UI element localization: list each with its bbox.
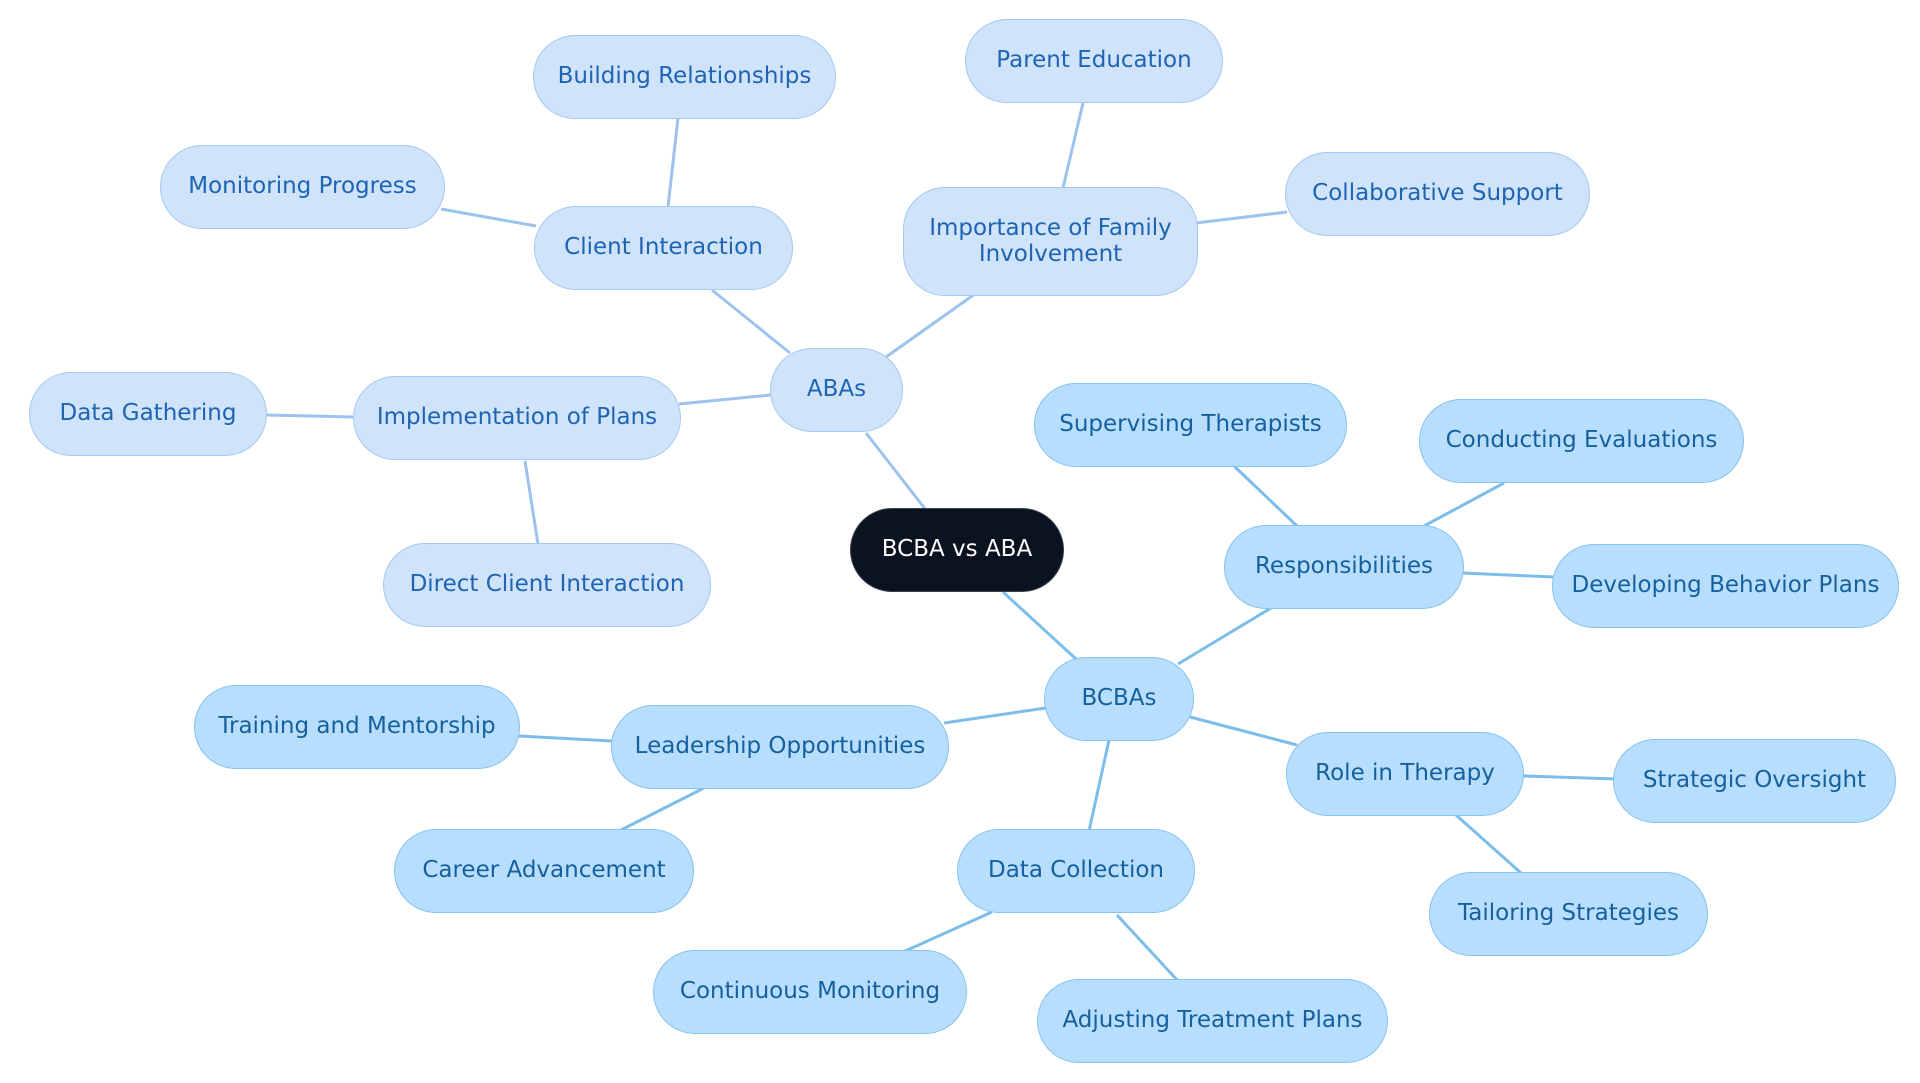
edge-responsibilities-developing-behavior-plans	[1461, 571, 1555, 579]
edge-bcbas-role-in-therapy	[1189, 715, 1298, 747]
direct-client-interaction-node: Direct Client Interaction	[383, 543, 711, 627]
edge-abas-family-involvement	[885, 292, 976, 359]
edge-abas-implementation-of-plans	[678, 393, 772, 406]
abas-node: ABAs	[770, 348, 903, 432]
edge-client-interaction-building-relationships	[666, 117, 680, 208]
edge-responsibilities-supervising-therapists	[1232, 464, 1299, 528]
implementation-of-plans-node: Implementation of Plans	[353, 376, 681, 460]
supervising-therapists-node: Supervising Therapists	[1034, 383, 1347, 467]
edge-role-in-therapy-strategic-oversight	[1523, 774, 1618, 781]
edge-role-in-therapy-tailoring-strategies	[1455, 813, 1522, 875]
strategic-oversight-node: Strategic Oversight	[1613, 739, 1896, 823]
responsibilities-node: Responsibilities	[1224, 525, 1464, 609]
career-advancement-node: Career Advancement	[394, 829, 694, 913]
parent-education-node: Parent Education	[965, 19, 1223, 103]
edge-root-abas	[864, 432, 928, 511]
monitoring-progress-node: Monitoring Progress	[160, 145, 445, 229]
edge-data-collection-adjusting-treatment-plans	[1115, 913, 1180, 983]
edge-implementation-direct-client-interaction	[523, 460, 540, 545]
edge-family-involvement-parent-education	[1061, 102, 1085, 189]
adjusting-treatment-plans-node: Adjusting Treatment Plans	[1037, 979, 1388, 1063]
edge-abas-client-interaction	[711, 288, 791, 355]
leadership-opportunities-node: Leadership Opportunities	[611, 705, 949, 789]
edge-leadership-training-and-mentorship	[518, 734, 613, 743]
edge-implementation-data-gathering	[265, 413, 355, 419]
family-involvement-node: Importance of Family Involvement	[903, 187, 1198, 296]
edge-data-collection-continuous-monitoring	[902, 910, 993, 954]
data-collection-node: Data Collection	[957, 829, 1195, 913]
training-and-mentorship-node: Training and Mentorship	[194, 685, 520, 769]
root-node: BCBA vs ABA	[850, 508, 1064, 592]
data-gathering-node: Data Gathering	[29, 372, 267, 456]
developing-behavior-plans-node: Developing Behavior Plans	[1552, 544, 1899, 628]
conducting-evaluations-node: Conducting Evaluations	[1419, 399, 1744, 483]
edge-responsibilities-conducting-evaluations	[1423, 481, 1505, 528]
building-relationships-node: Building Relationships	[533, 35, 836, 119]
tailoring-strategies-node: Tailoring Strategies	[1429, 872, 1708, 956]
collaborative-support-node: Collaborative Support	[1285, 152, 1590, 236]
edge-leadership-career-advancement	[620, 786, 705, 832]
edge-client-interaction-monitoring-progress	[440, 207, 537, 228]
edge-family-involvement-collaborative-support	[1195, 210, 1288, 225]
edge-bcbas-data-collection	[1087, 739, 1111, 832]
edge-bcbas-responsibilities	[1177, 606, 1272, 666]
role-in-therapy-node: Role in Therapy	[1286, 732, 1524, 816]
client-interaction-node: Client Interaction	[534, 206, 793, 290]
edge-bcbas-leadership-opportunities	[943, 706, 1047, 725]
bcbas-node: BCBAs	[1044, 657, 1194, 741]
edge-root-bcbas	[1001, 590, 1078, 661]
continuous-monitoring-node: Continuous Monitoring	[653, 950, 967, 1034]
